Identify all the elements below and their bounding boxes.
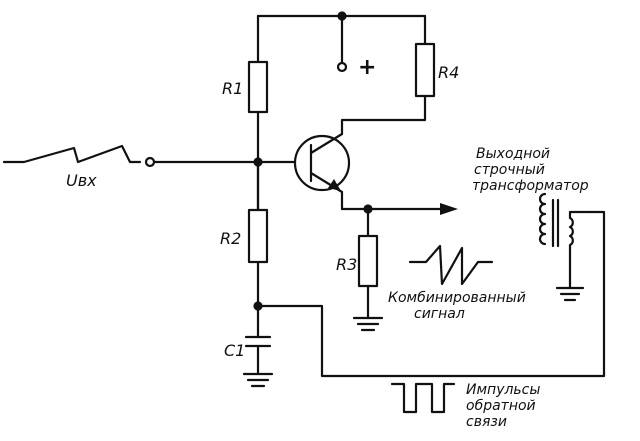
feedback-pulses-icon [390, 382, 456, 414]
input-waveform-icon [2, 144, 142, 164]
combined-signal-label-line-1: Комбинированный [388, 290, 526, 306]
r4-label: R4 [438, 63, 459, 82]
r1-label: R1 [222, 79, 243, 98]
transformer-label-line-1: Выходной [476, 146, 550, 162]
output-arrow-icon [440, 203, 458, 215]
resistor-r2 [247, 208, 269, 264]
r4-wire [340, 14, 427, 136]
feedback-label-line-3: связи [466, 414, 507, 430]
plus-label: + [358, 55, 376, 80]
combined-signal-label-line-2: сигнал [414, 306, 465, 322]
combined-signal-waveform-icon [408, 244, 494, 286]
supply-rail-wire [256, 14, 427, 64]
capacitor-c1 [244, 335, 272, 348]
c1-ground-icon [242, 372, 274, 388]
transformer-primary-coil [538, 192, 547, 246]
input-voltage-label: Uвх [66, 171, 97, 190]
transformer-label-line-3: трансформатор [472, 178, 589, 194]
feedback-label-line-2: обратной [466, 398, 536, 414]
feedback-wire [256, 210, 606, 378]
feedback-label-line-1: Импульсы [466, 382, 540, 398]
c1-label: C1 [224, 341, 245, 360]
transistor-collector [309, 132, 344, 155]
r2-label: R2 [220, 229, 241, 248]
transformer-label-line-2: строчный [474, 162, 545, 178]
transformer-core [551, 198, 560, 248]
transistor-body [293, 134, 351, 192]
transformer-ground-icon [555, 286, 585, 302]
input-terminal [144, 156, 156, 168]
r3-ground-icon [352, 316, 384, 332]
transistor-emitter [309, 171, 344, 211]
plus-terminal [336, 61, 348, 73]
transformer-secondary-coil [568, 210, 594, 290]
resistor-r1 [247, 60, 269, 114]
supply-node-dot [337, 11, 347, 21]
resistor-r3 [357, 234, 379, 288]
emitter-arrow-icon [328, 179, 341, 191]
resistor-r4 [414, 42, 436, 98]
r3-label: R3 [336, 255, 357, 274]
